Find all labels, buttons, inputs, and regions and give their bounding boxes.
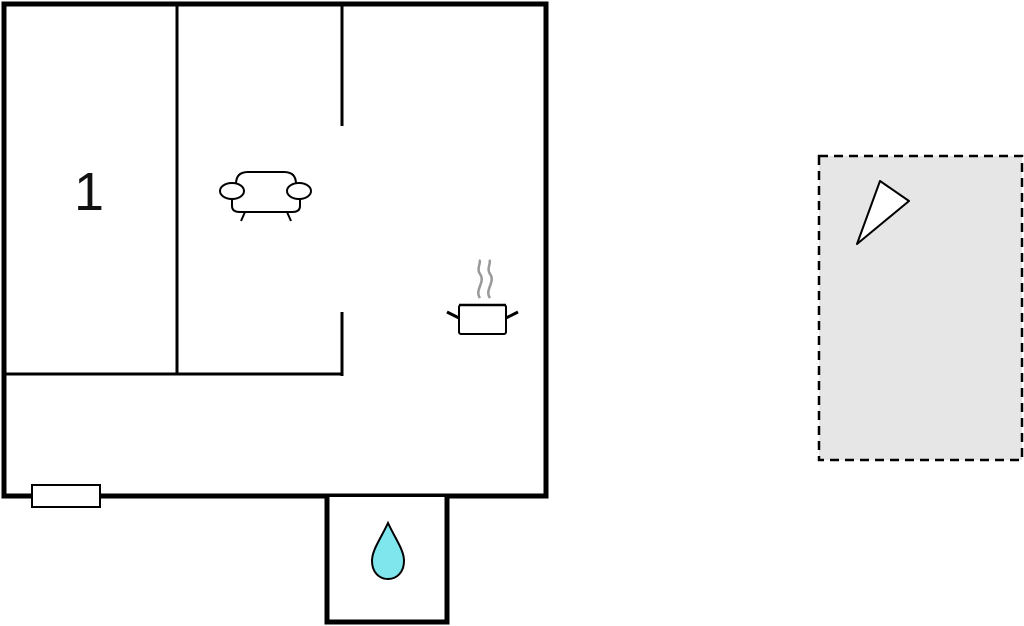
- cooking-pot-icon: [446, 258, 519, 335]
- terrace-area: [817, 154, 1024, 462]
- main-house-outline: [1, 1, 549, 499]
- sofa-icon: [219, 171, 312, 222]
- room-label: 1: [74, 162, 104, 222]
- north-arrow-icon: [856, 180, 910, 245]
- water-drop-icon: [370, 520, 406, 581]
- entrance-mat: [31, 484, 101, 508]
